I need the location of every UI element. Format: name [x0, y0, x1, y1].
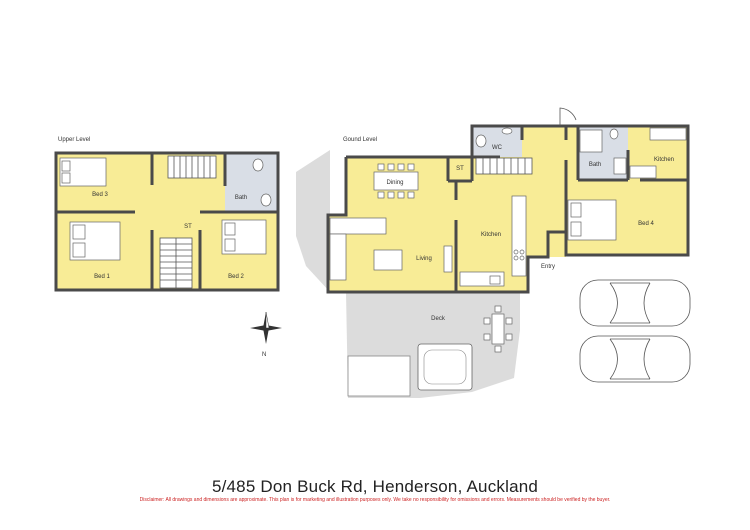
label-wc: WC [492, 145, 503, 151]
basin-icon-upper [260, 193, 272, 207]
outdoor-patch [347, 355, 411, 397]
label-living: Living [416, 256, 432, 262]
car-icon [579, 279, 691, 327]
toilet-icon-wc [475, 134, 487, 148]
compass-north-label: N [262, 352, 266, 358]
stairs-upper-void [159, 237, 193, 289]
ground-level-title: Gound Level [343, 137, 377, 143]
kitchen-2-bench [649, 127, 687, 141]
compass-rose-icon: N [250, 311, 282, 358]
stairs-upper-top [167, 155, 217, 179]
room-bed4-link [566, 126, 578, 180]
stairs-ground [475, 157, 533, 175]
label-bath-ground: Bath [589, 162, 601, 168]
tv-unit [443, 245, 453, 273]
label-kitchen-2: Kitchen [654, 157, 674, 163]
upper-outer-wall [54, 151, 280, 292]
car-icon [579, 335, 691, 383]
ground-level: Gound Level [296, 107, 690, 398]
bed-icon-bed3 [59, 157, 107, 187]
side-paving [296, 150, 330, 292]
label-st-ground: ST [456, 166, 464, 172]
room-st-ground [448, 157, 472, 181]
bed-icon-bed4 [567, 199, 617, 241]
toilet-icon-upper [252, 158, 264, 172]
label-bed2: Bed 2 [228, 274, 244, 280]
outdoor-dining-table [483, 305, 513, 353]
dining-table [373, 163, 419, 199]
basin-icon-ground [613, 157, 627, 175]
label-deck: Deck [431, 316, 446, 322]
label-bed4: Bed 4 [638, 221, 654, 227]
label-kitchen: Kitchen [481, 232, 501, 238]
kitchen-2-island [629, 165, 657, 179]
entry-door-swing [559, 107, 577, 126]
room-entry-upper [522, 126, 566, 157]
spa-pool-inner [423, 349, 467, 385]
label-bed1: Bed 1 [94, 274, 110, 280]
upper-level: Upper Level [54, 137, 280, 292]
ground-outer-wall [326, 124, 690, 294]
label-bath-upper: Bath [235, 195, 247, 201]
label-entry: Entry [541, 264, 555, 270]
disclaimer-text: Disclaimer: All drawings and dimensions … [139, 497, 611, 503]
toilet-icon-ground [609, 128, 619, 140]
bed-icon-bed2 [221, 219, 267, 255]
upper-level-title: Upper Level [58, 137, 90, 143]
basin-icon-wc [501, 127, 513, 135]
shower-icon [579, 129, 603, 153]
kitchen-bench [459, 195, 527, 287]
property-address: 5/485 Don Buck Rd, Henderson, Auckland [211, 477, 539, 496]
label-bed3: Bed 3 [92, 192, 108, 198]
label-dining: Dining [386, 180, 403, 186]
floor-plan: Upper Level [54, 107, 691, 398]
label-st-upper: ST [184, 224, 192, 230]
coffee-table [373, 249, 403, 271]
sofa [329, 217, 387, 281]
bed-icon-bed1 [69, 221, 121, 261]
